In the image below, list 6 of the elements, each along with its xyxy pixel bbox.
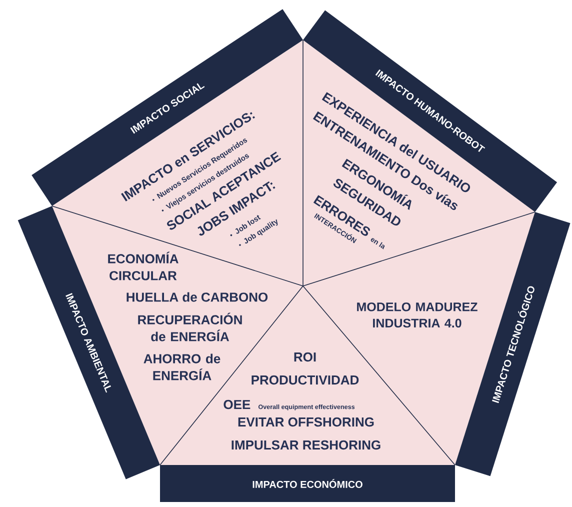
item-text: PRODUCTIVIDAD <box>252 375 359 385</box>
item-text: EVITAR OFFSHORING <box>238 417 374 427</box>
item-text: ROI <box>294 352 316 362</box>
item-text: OEE <box>224 400 250 410</box>
item-text: IMPULSAR RESHORING <box>232 440 380 450</box>
heading-band: IMPACTO ECONÓMICO <box>160 465 455 502</box>
